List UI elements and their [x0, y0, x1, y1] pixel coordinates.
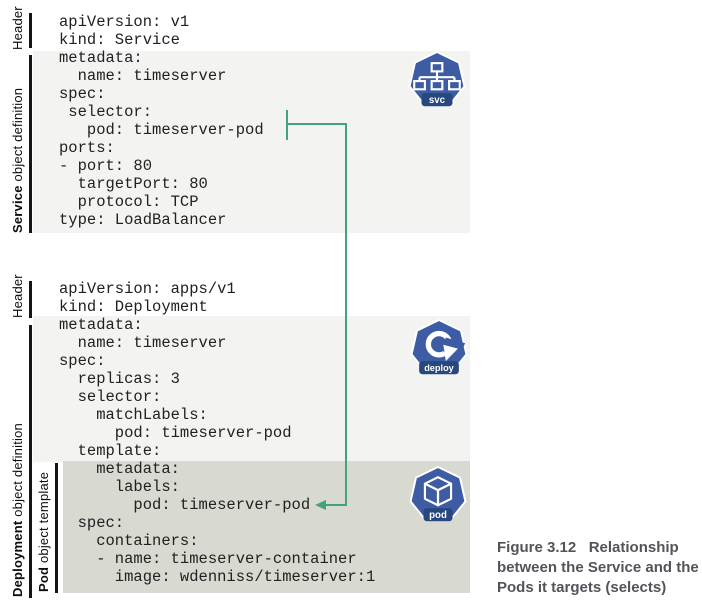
side-label-text: object template: [36, 471, 51, 567]
pod-icon: pod: [409, 466, 467, 522]
pod-template-side-label: Pod object template: [34, 462, 54, 592]
deployment-yaml-code: apiVersion: apps/v1 kind: Deployment met…: [59, 280, 376, 586]
deployment-definition-bracket: [29, 325, 32, 598]
caption-line: Figure 3.12 Relationship: [497, 539, 679, 556]
selector-connector-bottom: [326, 504, 347, 506]
service-tree-glyph: [413, 62, 461, 91]
deployment-header-bracket: [29, 281, 32, 318]
side-label-text: Header: [10, 6, 25, 50]
deploy-rotate-glyph: [425, 330, 466, 362]
deployment-definition-side-label: Deployment object definition: [8, 325, 28, 597]
deployment-header-side-label: Header: [8, 274, 28, 318]
pod-cube-glyph: [423, 476, 453, 507]
service-definition-highlight: [33, 51, 470, 233]
icon-label-band: [419, 361, 459, 375]
icon-label-band: [423, 508, 453, 522]
caption-line: between the Service and the: [497, 559, 699, 576]
icon-label-band: [421, 93, 453, 107]
selector-connector-vertical: [345, 123, 347, 506]
side-label-text: object definition: [10, 87, 25, 186]
icon-label: pod: [429, 510, 447, 521]
service-header-bracket: [29, 13, 32, 48]
selector-connector-arrowhead-icon: [315, 499, 326, 510]
service-definition-side-label: Service object definition: [8, 56, 28, 233]
side-label-bold: Deployment: [10, 520, 25, 597]
figure-caption: Figure 3.12 Relationship between the Ser…: [497, 538, 702, 598]
deployment-definition-highlight: [33, 316, 470, 462]
side-label-bold: Pod: [36, 566, 51, 592]
service-icon: svc: [408, 51, 466, 107]
side-label-text: Header: [10, 274, 25, 318]
selector-connector-tick: [286, 110, 288, 140]
selector-connector-top: [288, 123, 346, 125]
service-header-side-label: Header: [8, 6, 28, 50]
side-label-bold: Service: [10, 185, 25, 233]
pod-template-bracket: [55, 463, 58, 593]
icon-label: deploy: [424, 363, 454, 373]
pod-template-highlight: [63, 461, 470, 593]
icon-label: svc: [429, 95, 446, 106]
service-definition-bracket: [29, 55, 32, 233]
caption-line: Pods it targets (selects): [497, 579, 667, 596]
deployment-icon: deploy: [410, 319, 468, 375]
side-label-text: object definition: [10, 423, 25, 521]
service-yaml-code: apiVersion: v1 kind: Service metadata: n…: [59, 13, 264, 229]
